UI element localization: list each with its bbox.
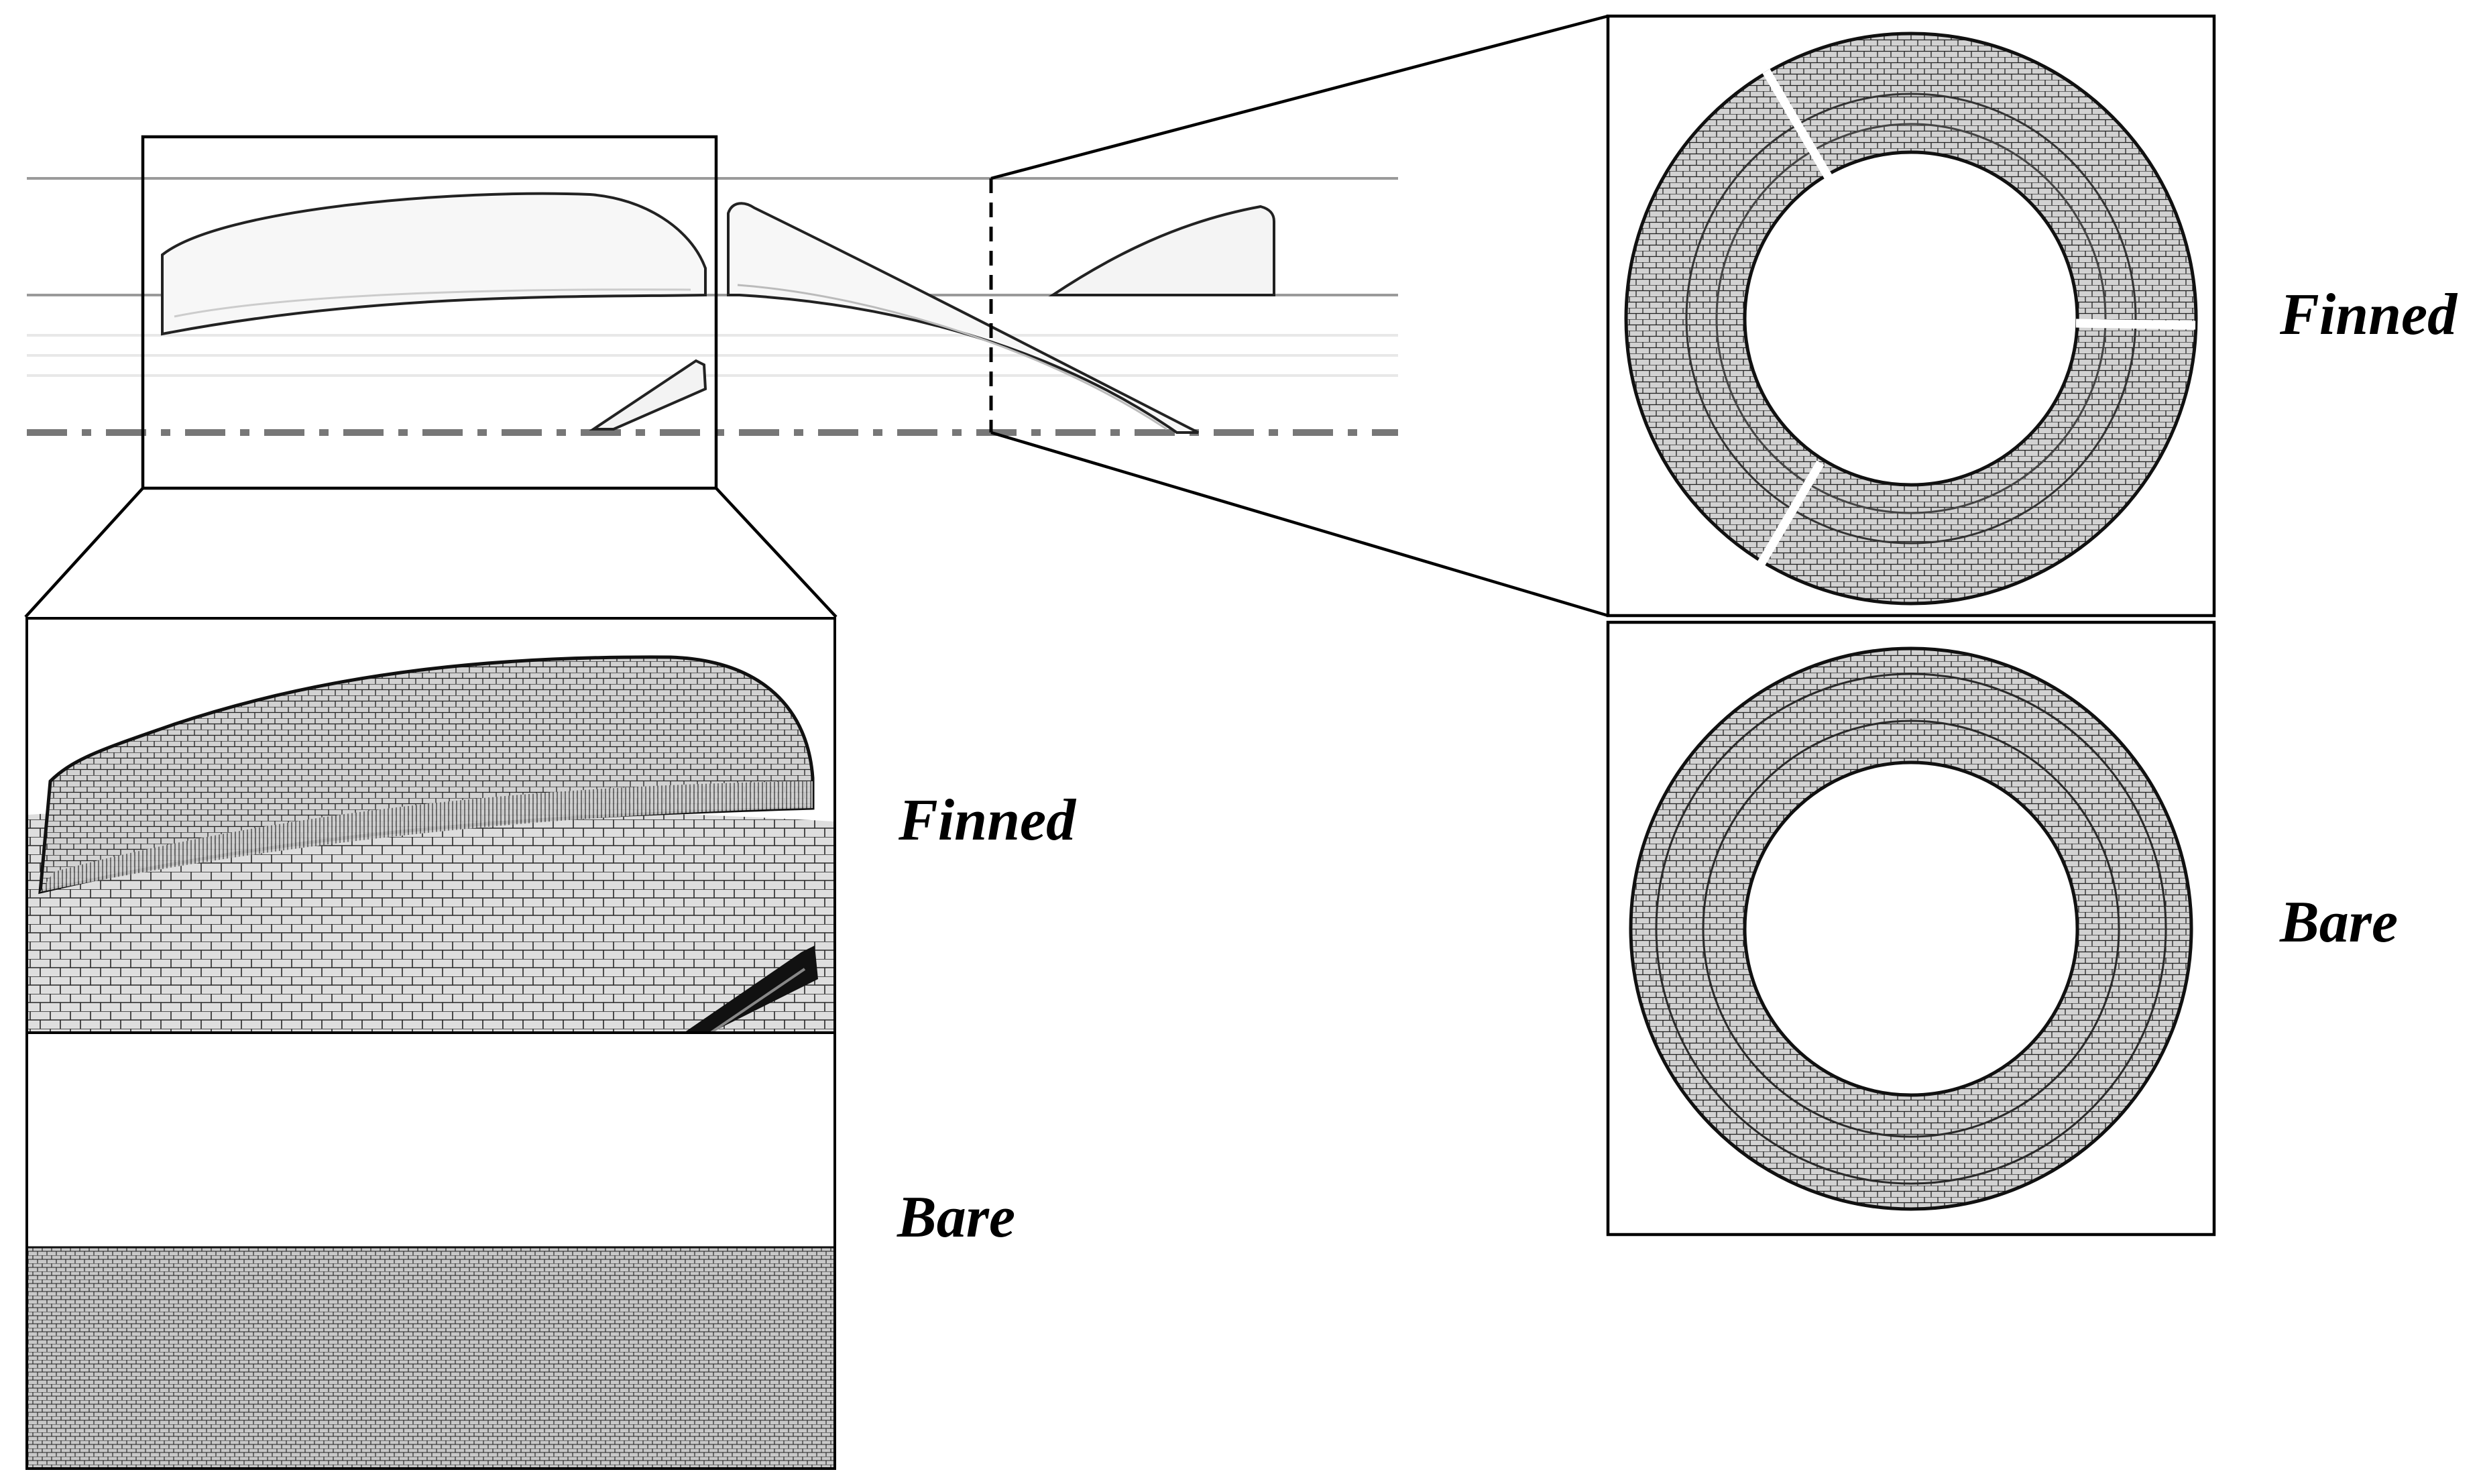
ring-mesh-panel bbox=[1606, 14, 2216, 1237]
label-side-bare: Bare bbox=[897, 1185, 1015, 1250]
connector-lines bbox=[24, 14, 1609, 618]
finned-side-mesh bbox=[27, 618, 835, 1033]
finned-ring-mesh bbox=[1624, 32, 2198, 606]
swept-fin-shape bbox=[727, 202, 1199, 434]
side-view-overview bbox=[27, 135, 1398, 490]
side-mesh-panel bbox=[25, 617, 836, 1470]
bare-ring-mesh bbox=[1629, 646, 2193, 1211]
strut-shape bbox=[589, 359, 707, 431]
bare-side-mesh bbox=[27, 1033, 835, 1469]
bow-fin-shape bbox=[161, 192, 707, 336]
fin-slit-2 bbox=[2075, 319, 2196, 330]
fin-slit-1 bbox=[1762, 68, 1833, 181]
zoom-region-box bbox=[141, 135, 718, 490]
bare-ring-frame bbox=[1606, 620, 2216, 1237]
label-side-finned: Finned bbox=[899, 788, 1076, 853]
label-ring-finned: Finned bbox=[2280, 282, 2458, 347]
bare-side-frame bbox=[25, 1031, 836, 1470]
label-ring-bare: Bare bbox=[2280, 890, 2398, 955]
finned-ring-frame bbox=[1606, 14, 2216, 618]
aft-fin-shape bbox=[1048, 205, 1275, 296]
fin-slit-3 bbox=[1754, 460, 1825, 571]
